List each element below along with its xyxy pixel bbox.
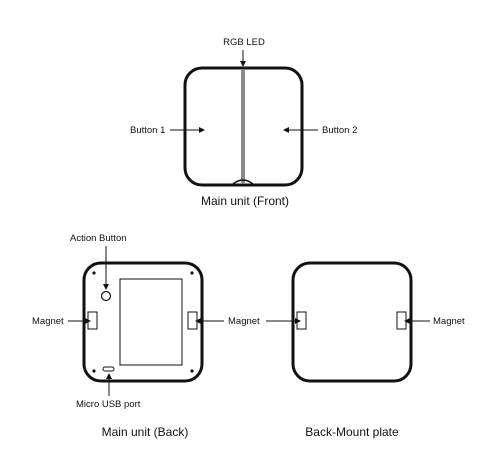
front-bottom-notch	[232, 179, 254, 185]
magnet-left-label: Magnet	[32, 316, 64, 327]
screw-icon	[92, 271, 96, 275]
plate-magnet-right-label: Magnet	[433, 316, 465, 327]
front-body	[183, 66, 304, 187]
magnet-slot-right	[187, 311, 198, 330]
back-panel	[119, 278, 183, 366]
back-body	[82, 261, 204, 383]
action-button-icon	[100, 290, 112, 302]
main-unit-back: Action Button Magnet Magnet Micro USB po…	[32, 233, 260, 439]
plate-body	[291, 261, 413, 383]
back-mount-plate: Magnet Back-Mount plate	[266, 261, 465, 439]
main-unit-front: RGB LED Button 1 Button 2 Main unit (Fro…	[130, 37, 357, 208]
plate-caption: Back-Mount plate	[305, 425, 399, 439]
rgb-led-label: RGB LED	[223, 37, 265, 48]
micro-usb-port-icon	[102, 366, 115, 372]
micro-usb-label: Micro USB port	[76, 399, 141, 410]
button1-label: Button 1	[130, 125, 165, 136]
screw-icon	[190, 369, 194, 373]
rgb-led-strip	[241, 69, 245, 183]
plate-magnet-slot-right	[396, 311, 407, 330]
screw-icon	[92, 369, 96, 373]
button2-label: Button 2	[322, 125, 357, 136]
back-caption: Main unit (Back)	[102, 425, 189, 439]
front-caption: Main unit (Front)	[201, 194, 289, 208]
magnet-right-label: Magnet	[228, 316, 260, 327]
action-button-label: Action Button	[70, 233, 127, 244]
screw-icon	[190, 271, 194, 275]
